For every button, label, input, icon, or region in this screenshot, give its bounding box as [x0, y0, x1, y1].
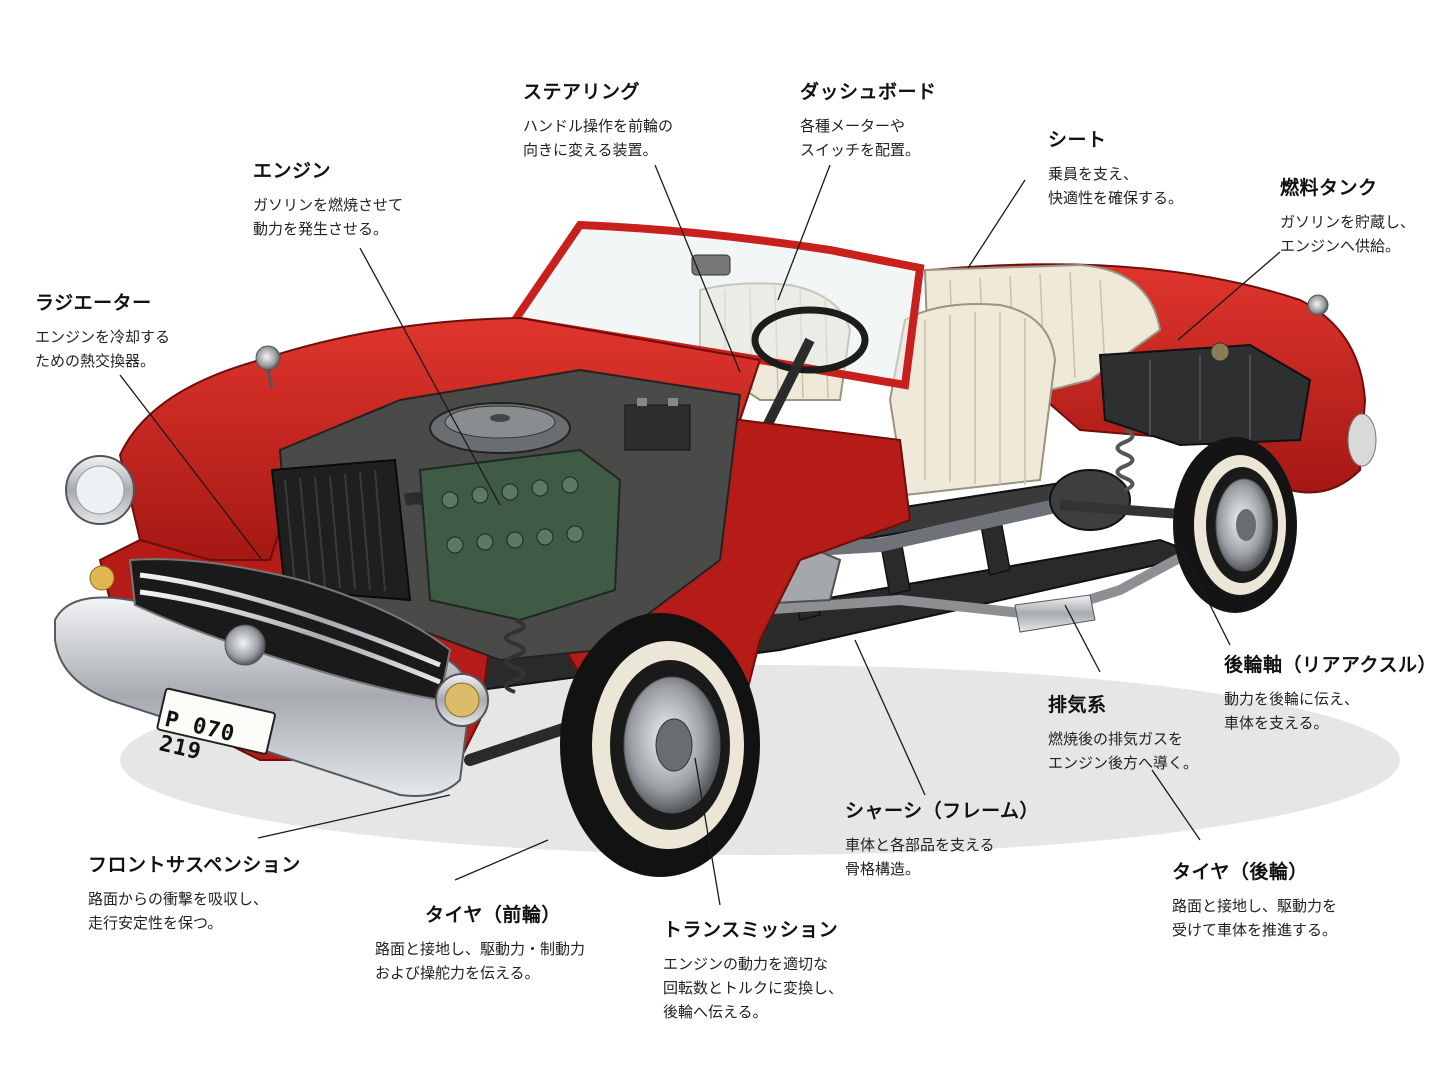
label-title: ラジエーター — [35, 292, 152, 314]
label-seat: シート 乗員を支え、 快適性を確保する。 — [1048, 125, 1183, 210]
fog-light — [89, 565, 115, 591]
steering-wheel — [751, 306, 869, 374]
label-line: 車体を支える。 — [1224, 714, 1329, 732]
label-title: シャーシ（フレーム） — [845, 800, 1040, 822]
fuel-tank-shape — [1098, 343, 1312, 447]
label-rear-tire: タイヤ（後輪） 路面と接地し、駆動力を 受けて車体を推進する。 — [1172, 857, 1337, 942]
label-line: エンジンの動力を適切な — [663, 955, 829, 973]
label-fuel-tank: 燃料タンク ガソリンを貯蔵し、 エンジンへ供給。 — [1280, 173, 1415, 258]
label-line: 乗員を支え、 — [1048, 165, 1139, 183]
label-front-tire: タイヤ（前輪） 路面と接地し、駆動力・制動力 および操舵力を伝える。 — [375, 900, 585, 985]
label-line: スイッチを配置。 — [800, 141, 921, 159]
label-line: 動力を発生させる。 — [253, 220, 389, 238]
label-line: 路面からの衝撃を吸収し、 — [88, 890, 269, 908]
label-radiator: ラジエーター エンジンを冷却する ための熱交換器。 — [35, 288, 170, 373]
grille-ornament — [224, 624, 266, 666]
label-line: 骨格構造。 — [845, 860, 921, 878]
label-dashboard: ダッシュボード 各種メーターや スイッチを配置。 — [800, 77, 937, 162]
rear-spring — [1115, 428, 1135, 492]
label-title: フロントサスペンション — [88, 854, 301, 876]
label-title: シート — [1048, 129, 1107, 151]
rear-mirror — [1307, 294, 1329, 316]
label-steering: ステアリング ハンドル操作を前輪の 向きに変える装置。 — [523, 77, 673, 162]
label-line: 路面と接地し、駆動力を — [1172, 897, 1338, 915]
label-line: 車体と各部品を支える — [845, 836, 995, 854]
label-transmission: トランスミッション エンジンの動力を適切な 回転数とトルクに変換し、 後輪へ伝え… — [663, 915, 843, 1024]
license-plate — [156, 687, 276, 755]
label-chassis: シャーシ（フレーム） 車体と各部品を支える 骨格構造。 — [845, 796, 1039, 881]
rear-view-mirror — [691, 254, 731, 276]
label-title: タイヤ（後輪） — [1172, 861, 1308, 883]
label-line: ガソリンを燃焼させて — [253, 196, 404, 214]
label-front-suspension: フロントサスペンション 路面からの衝撃を吸収し、 走行安定性を保つ。 — [88, 850, 301, 935]
label-line: 各種メーターや — [800, 117, 906, 135]
label-line: 路面と接地し、駆動力・制動力 — [375, 940, 586, 958]
front-suspension-spring — [504, 618, 526, 694]
label-line: 走行安定性を保つ。 — [88, 914, 223, 932]
label-title: エンジン — [253, 160, 332, 182]
label-line: エンジンを冷却する — [35, 328, 171, 346]
label-line: エンジンへ供給。 — [1280, 237, 1401, 255]
label-title: 燃料タンク — [1280, 177, 1378, 199]
rear-differential — [1049, 469, 1131, 531]
label-engine: エンジン ガソリンを燃焼させて 動力を発生させる。 — [253, 156, 403, 241]
label-line: 受けて車体を推進する。 — [1172, 921, 1338, 939]
label-line: エンジン後方へ導く。 — [1048, 754, 1199, 772]
muffler — [1014, 594, 1096, 633]
label-line: 向きに変える装置。 — [523, 141, 658, 159]
label-line: 回転数とトルクに変換し、 — [663, 979, 844, 997]
front-mirror — [255, 345, 281, 371]
tail-light — [1347, 413, 1377, 467]
label-title: トランスミッション — [663, 919, 839, 941]
label-line: 動力を後輪に伝え、 — [1224, 690, 1360, 708]
label-title: 後輪軸（リアアクスル） — [1224, 654, 1437, 676]
battery — [624, 404, 691, 451]
label-title: ダッシュボード — [800, 81, 937, 103]
front-seat-right — [888, 303, 1057, 497]
label-line: 快適性を確保する。 — [1048, 189, 1184, 207]
label-title: 排気系 — [1048, 694, 1107, 716]
label-line: ための熱交換器。 — [35, 352, 156, 370]
label-line: 後輪へ伝える。 — [663, 1003, 768, 1021]
label-line: 燃焼後の排気ガスを — [1048, 730, 1184, 748]
label-rear-axle: 後輪軸（リアアクスル） 動力を後輪に伝え、 車体を支える。 — [1224, 650, 1437, 735]
label-title: タイヤ（前輪） — [425, 904, 561, 926]
label-title: ステアリング — [523, 81, 641, 103]
label-exhaust: 排気系 燃焼後の排気ガスを エンジン後方へ導く。 — [1048, 690, 1198, 775]
label-line: および操舵力を伝える。 — [375, 964, 540, 982]
label-line: ハンドル操作を前輪の — [523, 117, 674, 135]
label-line: ガソリンを貯蔵し、 — [1280, 213, 1416, 231]
